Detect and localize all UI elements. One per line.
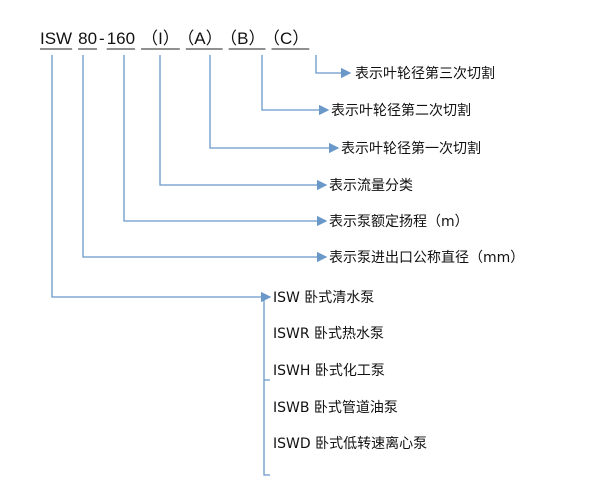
explanation-cut-a: 表示叶轮径第一次切割 (341, 140, 481, 157)
explanation-diameter: 表示泵进出口公称直径（mm） (329, 249, 524, 266)
connector-arrow (209, 55, 340, 154)
explanation-flow-class: 表示流量分类 (329, 178, 413, 194)
model-code: ISW 80-160 （I） （A） （B） （C） (40, 29, 310, 50)
code-flow-class: （I） (141, 29, 180, 48)
pump-types: ISW 卧式清水泵 ISWR 卧式热水泵 ISWH 卧式化工泵 ISWB 卧式管… (273, 290, 427, 452)
type-iswd: ISWD 卧式低转速离心泵 (273, 435, 427, 452)
code-head: 160 (107, 29, 135, 48)
explanation-head: 表示泵额定扬程（m） (329, 214, 469, 230)
code-cut-c: （C） (272, 29, 310, 48)
code-cut-b: （B） (229, 29, 266, 48)
explanations: 表示叶轮径第三次切割 表示叶轮径第二次切割 表示叶轮径第一次切割 表示流量分类 … (329, 65, 524, 266)
connector-arrow (82, 55, 328, 263)
type-isw: ISW 卧式清水泵 (273, 290, 374, 306)
explanation-cut-b: 表示叶轮径第二次切割 (331, 102, 471, 119)
model-code-line: ISW 80-160 （I） （A） （B） （C） (40, 29, 309, 48)
connector-arrow (51, 55, 272, 303)
code-cut-a: （A） (186, 29, 223, 48)
code-diameter: 80 (78, 29, 97, 48)
code-dash: - (99, 29, 105, 48)
code-series: ISW (40, 29, 72, 48)
connector-arrow (315, 55, 352, 79)
connectors (51, 55, 352, 476)
type-iswb: ISWB 卧式管道油泵 (273, 400, 398, 416)
connector-arrow (159, 55, 328, 191)
type-iswr: ISWR 卧式热水泵 (273, 326, 384, 342)
type-bracket (263, 296, 270, 476)
connector-arrow (261, 55, 330, 116)
connector-arrow (123, 55, 328, 227)
explanation-cut-c: 表示叶轮径第三次切割 (355, 65, 495, 82)
type-iswh: ISWH 卧式化工泵 (273, 363, 385, 379)
